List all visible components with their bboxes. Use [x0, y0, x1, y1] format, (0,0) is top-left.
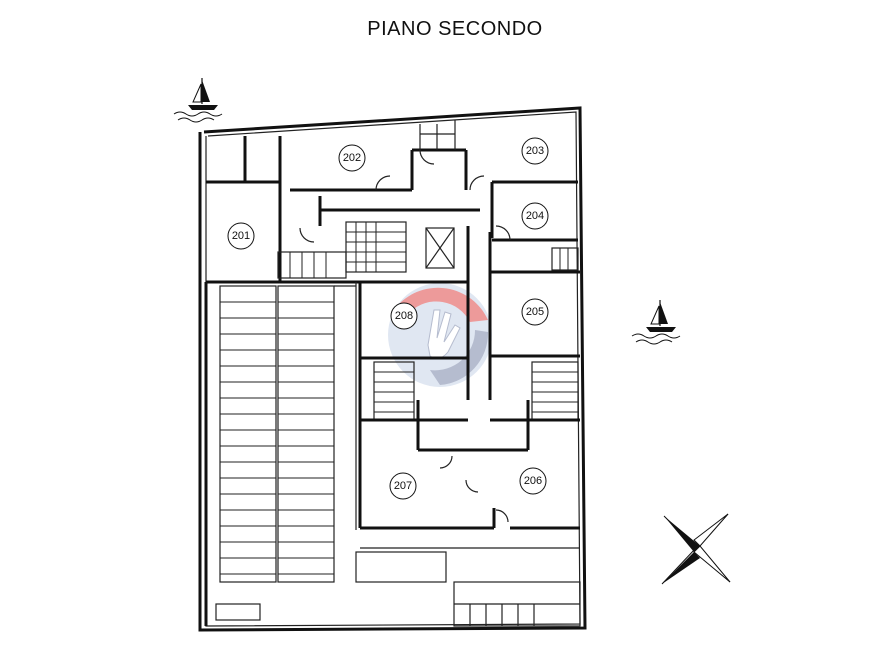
- staircase-east: [531, 247, 579, 421]
- door-swings: [299, 149, 511, 523]
- room-number: 205: [526, 306, 544, 318]
- room-number-badge: 201: [227, 222, 255, 250]
- room-number: 203: [526, 145, 544, 157]
- lower-block-walls: [215, 270, 581, 627]
- floor-title: PIANO SECONDO: [367, 18, 543, 40]
- staircase-north: [277, 221, 407, 279]
- room-number: 208: [395, 310, 413, 322]
- room-number: 202: [343, 152, 361, 164]
- sailboat-icon: [631, 300, 681, 345]
- agency-logo-watermark: [388, 283, 492, 387]
- central-corridor: [318, 196, 492, 400]
- room-number: 206: [524, 475, 542, 487]
- room-number-badge: 206: [519, 467, 547, 495]
- room-number: 204: [526, 210, 544, 222]
- room-number-badge: 208: [390, 302, 418, 330]
- room-number-badge: 203: [521, 137, 549, 165]
- room-number-badge: 204: [521, 202, 549, 230]
- room-number-badge: 202: [338, 144, 366, 172]
- upper-block-walls: [206, 120, 578, 284]
- room-number: 207: [394, 480, 412, 492]
- sailboat-icon: [173, 78, 223, 123]
- room-number: 201: [232, 230, 250, 242]
- room-number-badge: 205: [521, 298, 549, 326]
- room-number-badge: 207: [389, 472, 417, 500]
- parking-area: [204, 282, 357, 626]
- compass-cross-icon: [661, 513, 731, 585]
